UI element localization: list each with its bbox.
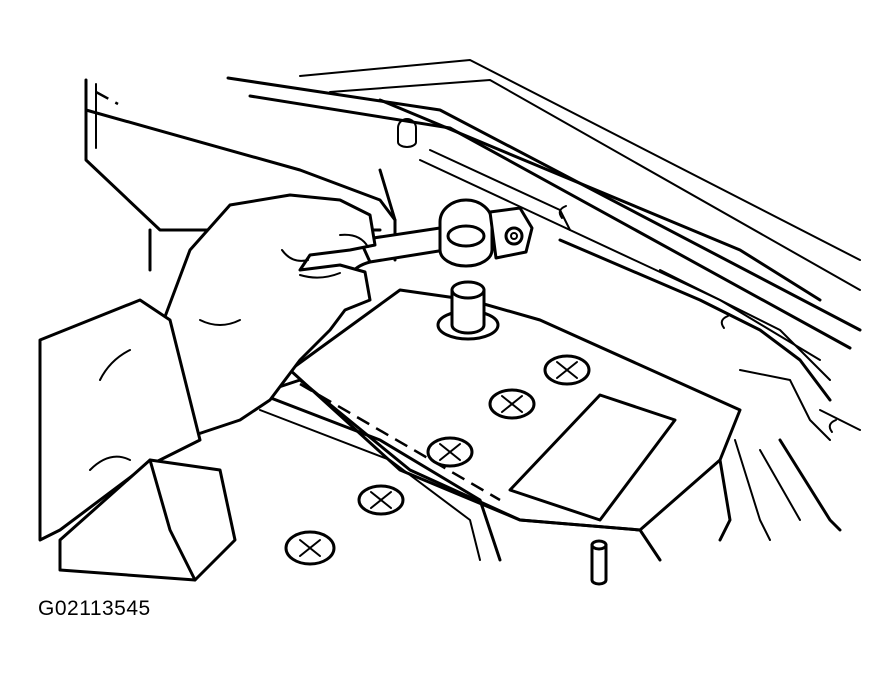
cable-clamp (346, 198, 534, 302)
battery-terminal-post (436, 280, 500, 341)
front-stud (590, 539, 608, 586)
sleeve (38, 298, 202, 542)
vent-cap (426, 436, 474, 468)
vent-cap (488, 388, 536, 420)
vent-cap (543, 354, 591, 386)
battery (238, 288, 742, 562)
figure-id-label: G02113545 (38, 597, 151, 620)
vent-cap (284, 530, 336, 566)
panel-bolts (397, 118, 837, 433)
vent-cap (357, 484, 405, 516)
battery-vent-caps (284, 354, 591, 566)
hold-down-block (58, 458, 237, 582)
hand (158, 193, 377, 442)
